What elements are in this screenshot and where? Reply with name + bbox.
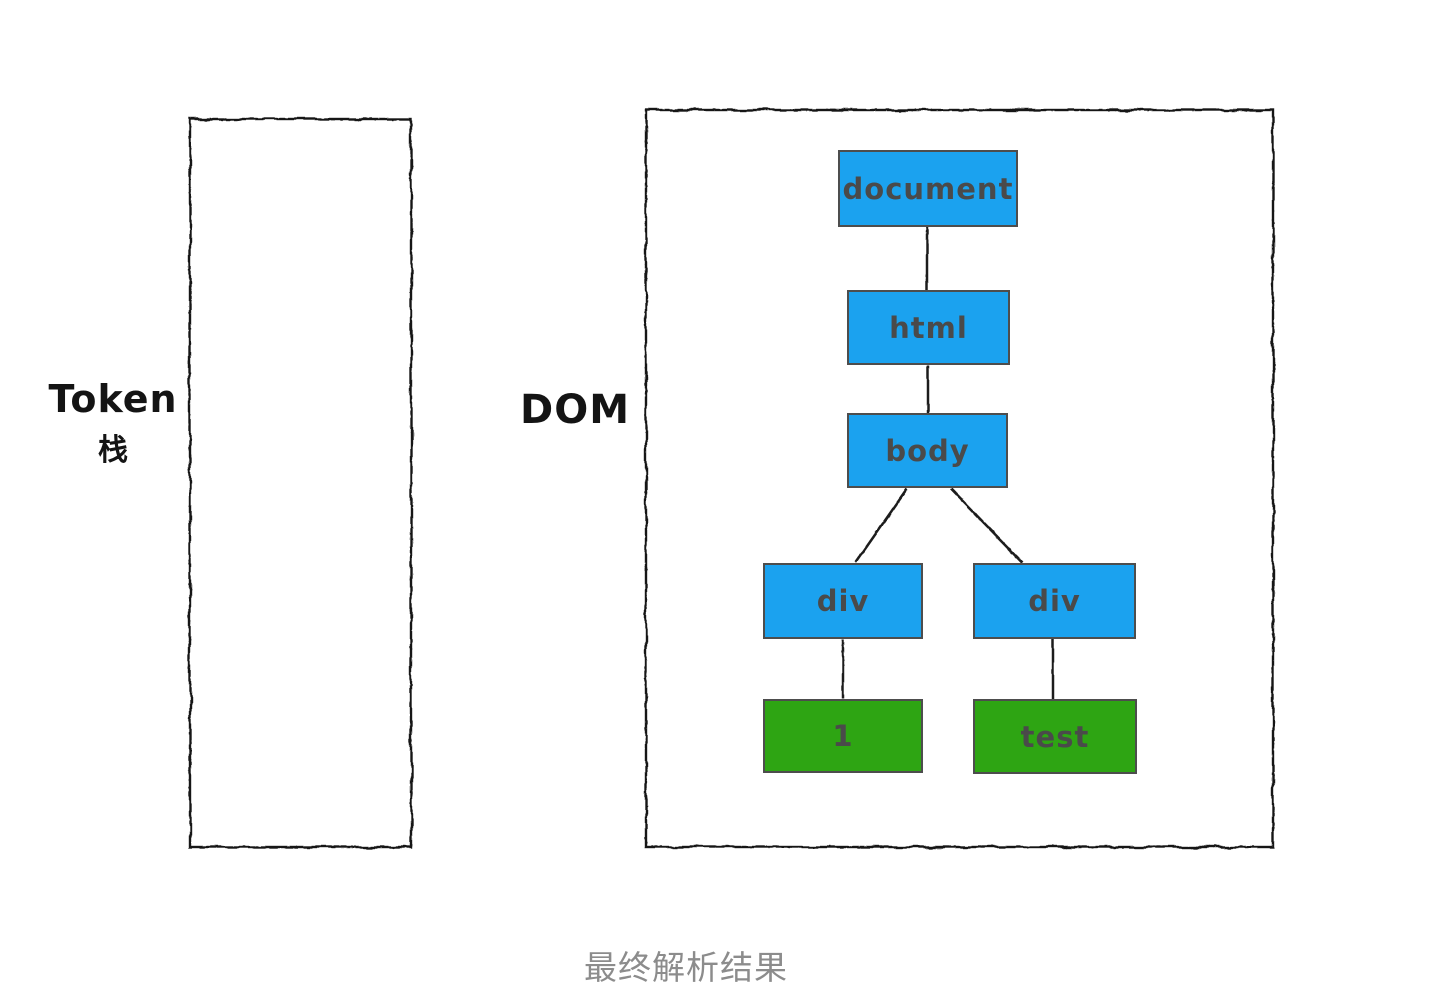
edge-body-div-left — [854, 488, 909, 563]
tree-node-body: body — [847, 413, 1008, 488]
token-stack-label: Token 栈 — [40, 380, 186, 466]
tree-node-div-right: div — [973, 563, 1136, 639]
tree-node-document-label: document — [842, 171, 1014, 206]
tree-node-html: html — [847, 290, 1010, 365]
tree-node-document: document — [838, 150, 1018, 227]
tree-node-html-label: html — [889, 310, 968, 345]
tree-node-body-label: body — [885, 433, 970, 468]
token-stack-box — [188, 117, 413, 849]
token-stack-subtitle: 栈 — [98, 433, 128, 468]
dom-panel-label: DOM — [520, 387, 631, 433]
tree-node-text-1-label: 1 — [832, 719, 854, 753]
diagram-caption: 最终解析结果 — [584, 949, 788, 986]
tree-node-text-test-label: test — [1020, 719, 1090, 754]
tree-node-div-left-label: div — [816, 584, 870, 618]
edge-body-div-right — [950, 488, 1023, 563]
tree-node-div-left: div — [763, 563, 923, 639]
token-stack-title: Token — [48, 377, 178, 421]
tree-node-text-1: 1 — [763, 699, 923, 773]
tree-node-div-right-label: div — [1028, 584, 1081, 618]
tree-node-text-test: test — [973, 699, 1137, 774]
